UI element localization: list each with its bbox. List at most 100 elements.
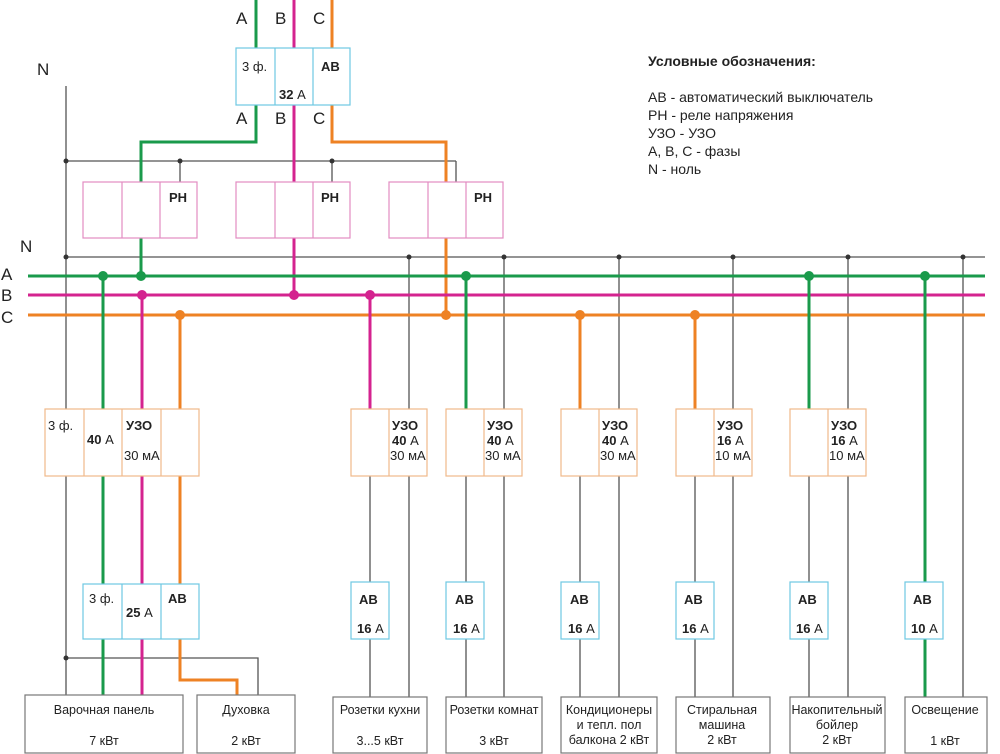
- breaker-4-rating: 16 А: [682, 621, 709, 636]
- stove-breaker-poles: 3 ф.: [89, 591, 114, 606]
- junction-dot: [289, 290, 299, 300]
- breaker-5-rating: 16 А: [796, 621, 823, 636]
- breaker-1-type: АВ: [359, 592, 378, 607]
- neutral-junction-dot: [730, 254, 736, 260]
- relay-c-label: РН: [474, 190, 492, 205]
- neutral-junction-dot: [616, 254, 622, 260]
- oven-phase-c-wire: [178, 639, 239, 695]
- rcd-4-rating: 40 А: [602, 433, 629, 448]
- out-phase-a-label: A: [236, 109, 248, 128]
- breaker-1-box: [350, 581, 390, 640]
- rcd-2-rating: 40 А: [392, 433, 419, 448]
- neutral-junction-dot: [960, 254, 966, 260]
- load-1-name: Варочная панель: [54, 703, 155, 717]
- neutral-junction-dot: [177, 158, 183, 164]
- phase-a-to-relay-wire: [139, 105, 258, 182]
- junction-dot: [175, 310, 185, 320]
- breaker-3-box: [560, 581, 600, 640]
- out-phase-b-label: B: [275, 109, 286, 128]
- bus-b-label: B: [1, 286, 12, 305]
- load-4-box: [445, 696, 543, 754]
- legend-title: Условные обозначения:: [648, 53, 816, 69]
- input-phase-b-label: B: [275, 9, 286, 28]
- neutral-junction-dot: [501, 254, 507, 260]
- junction-dot: [137, 290, 147, 300]
- breaker-3-type: АВ: [570, 592, 589, 607]
- junction-dot: [920, 271, 930, 281]
- junction-dot: [804, 271, 814, 281]
- neutral-junction-dot: [845, 254, 851, 260]
- bus-n-label: N: [20, 237, 32, 256]
- stove-breaker-type: АВ: [168, 591, 187, 606]
- stove-breaker-rating: 25 А: [126, 605, 153, 620]
- main-breaker-box: [235, 47, 351, 106]
- legend-item: РН - реле напряжения: [648, 107, 793, 123]
- bus-a-label: A: [1, 265, 13, 284]
- breaker-1-rating: 16 А: [357, 621, 384, 636]
- bus-c-label: C: [1, 308, 13, 327]
- breaker-6-type: АВ: [913, 592, 932, 607]
- load-2-power: 2 кВт: [231, 734, 261, 748]
- input-phase-a-label: A: [236, 9, 248, 28]
- legend-item: N - ноль: [648, 161, 701, 177]
- load-8-power: 1 кВт: [930, 734, 960, 748]
- load-1-power: 7 кВт: [89, 734, 119, 748]
- load-3-box: [332, 696, 428, 754]
- main-breaker-type: АВ: [321, 59, 340, 74]
- rcd-4-type: УЗО: [602, 418, 628, 433]
- load-4-name: Розетки комнат: [450, 703, 539, 717]
- main-breaker-poles: 3 ф.: [242, 59, 267, 74]
- input-neutral-label: N: [37, 60, 49, 79]
- load-3-power: 3...5 кВт: [357, 734, 404, 748]
- load-4-power: 3 кВт: [479, 734, 509, 748]
- neutral-junction-dot: [63, 655, 69, 661]
- junction-dot: [98, 271, 108, 281]
- out-phase-c-label: C: [313, 109, 325, 128]
- breaker-2-rating: 16 А: [453, 621, 480, 636]
- breaker-2-type: АВ: [455, 592, 474, 607]
- load-6-line-1: Стиральная: [687, 703, 757, 717]
- relay-c-box: [388, 181, 504, 239]
- rcd-1-poles: 3 ф.: [48, 418, 73, 433]
- load-7-line-1: Накопительный: [791, 703, 882, 717]
- legend-item: АВ - автоматический выключатель: [648, 89, 873, 105]
- load-1-box: [24, 694, 184, 754]
- relay-a-label: РН: [169, 190, 187, 205]
- load-2-name: Духовка: [222, 703, 269, 717]
- junction-dot: [690, 310, 700, 320]
- rcd-5-leak: 10 мА: [715, 448, 751, 463]
- relay-a-box: [82, 181, 198, 239]
- relay-b-box: [235, 181, 351, 239]
- neutral-junction-dot: [329, 158, 335, 164]
- junction-dot: [441, 310, 451, 320]
- load-5-line-1: Кондиционеры: [566, 703, 652, 717]
- phase-c-to-relay-wire: [330, 105, 448, 182]
- main-breaker-rating: 32 А: [279, 87, 306, 102]
- load-7-box: [789, 696, 886, 754]
- breaker-6-box: [904, 581, 944, 640]
- rcd-5-rating: 16 А: [717, 433, 744, 448]
- legend-item: УЗО - УЗО: [648, 125, 716, 141]
- breaker-4-type: АВ: [684, 592, 703, 607]
- junction-dot: [365, 290, 375, 300]
- rcd-3-rating: 40 А: [487, 433, 514, 448]
- breaker-4-box: [675, 581, 715, 640]
- load-8-box: [904, 696, 988, 754]
- junction-dots: [63, 158, 966, 661]
- load-6-box: [675, 696, 771, 754]
- load-3-name: Розетки кухни: [340, 703, 420, 717]
- rcd-1-rating: 40 А: [87, 432, 114, 447]
- junction-dot: [461, 271, 471, 281]
- breaker-6-rating: 10 А: [911, 621, 938, 636]
- breaker-5-type: АВ: [798, 592, 817, 607]
- rcd-3-type: УЗО: [487, 418, 513, 433]
- neutral-stove-oven-wire: [66, 657, 259, 695]
- stove-breaker-box: [82, 583, 200, 640]
- rcd-3-leak: 30 мА: [485, 448, 521, 463]
- rcd-6-leak: 10 мА: [829, 448, 865, 463]
- junction-dot: [136, 271, 146, 281]
- neutral-junction-dot: [63, 158, 69, 164]
- load-7-power: 2 кВт: [822, 733, 852, 747]
- rcd-6-rating: 16 А: [831, 433, 858, 448]
